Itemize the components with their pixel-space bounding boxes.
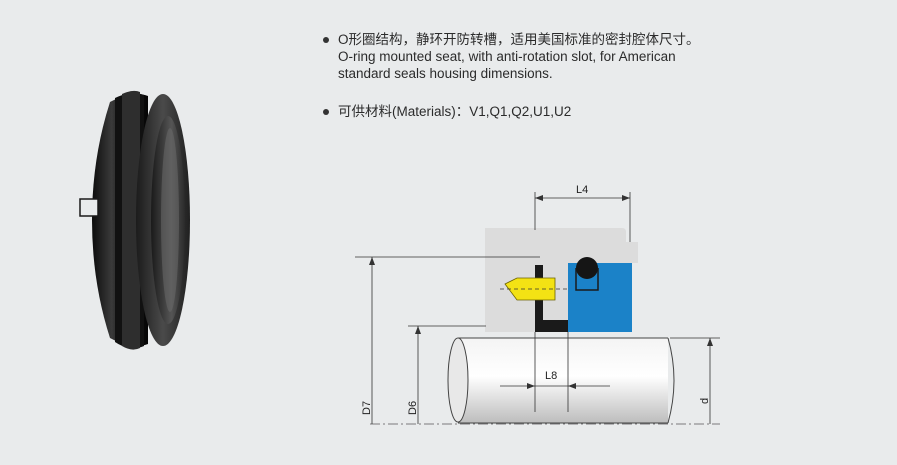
dim-label-d6: D6 <box>407 401 419 415</box>
description-english-1: O-ring mounted seat, with anti-rotation … <box>338 49 676 64</box>
shaft <box>447 337 675 424</box>
dim-label-d7: D7 <box>361 401 373 415</box>
bullet-icon <box>323 109 329 115</box>
dim-label-l4: L4 <box>576 184 588 196</box>
description-bullet: O形圈结构，静环开防转槽，适用美国标准的密封腔体尺寸。 O-ring mount… <box>320 31 880 82</box>
materials-bullet: 可供材料(Materials)：V1,Q1,Q2,U1,U2 <box>320 103 880 120</box>
dim-label-l8: L8 <box>545 370 557 382</box>
description-english-2: standard seals housing dimensions. <box>338 66 553 81</box>
description-chinese: O形圈结构，静环开防转槽，适用美国标准的密封腔体尺寸。 <box>338 32 700 47</box>
product-description: O形圈结构，静环开防转槽，适用美国标准的密封腔体尺寸。 O-ring mount… <box>320 31 880 120</box>
seal-seat-photo <box>79 90 190 350</box>
description-text: O形圈结构，静环开防转槽，适用美国标准的密封腔体尺寸。 O-ring mount… <box>338 31 700 82</box>
o-ring <box>576 257 598 279</box>
bullet-icon <box>323 37 329 43</box>
materials-text: 可供材料(Materials)：V1,Q1,Q2,U1,U2 <box>338 104 572 119</box>
dim-label-d: d <box>699 398 711 404</box>
seal-cross-section-drawing: L4 L8 D7 D6 d <box>355 184 720 425</box>
